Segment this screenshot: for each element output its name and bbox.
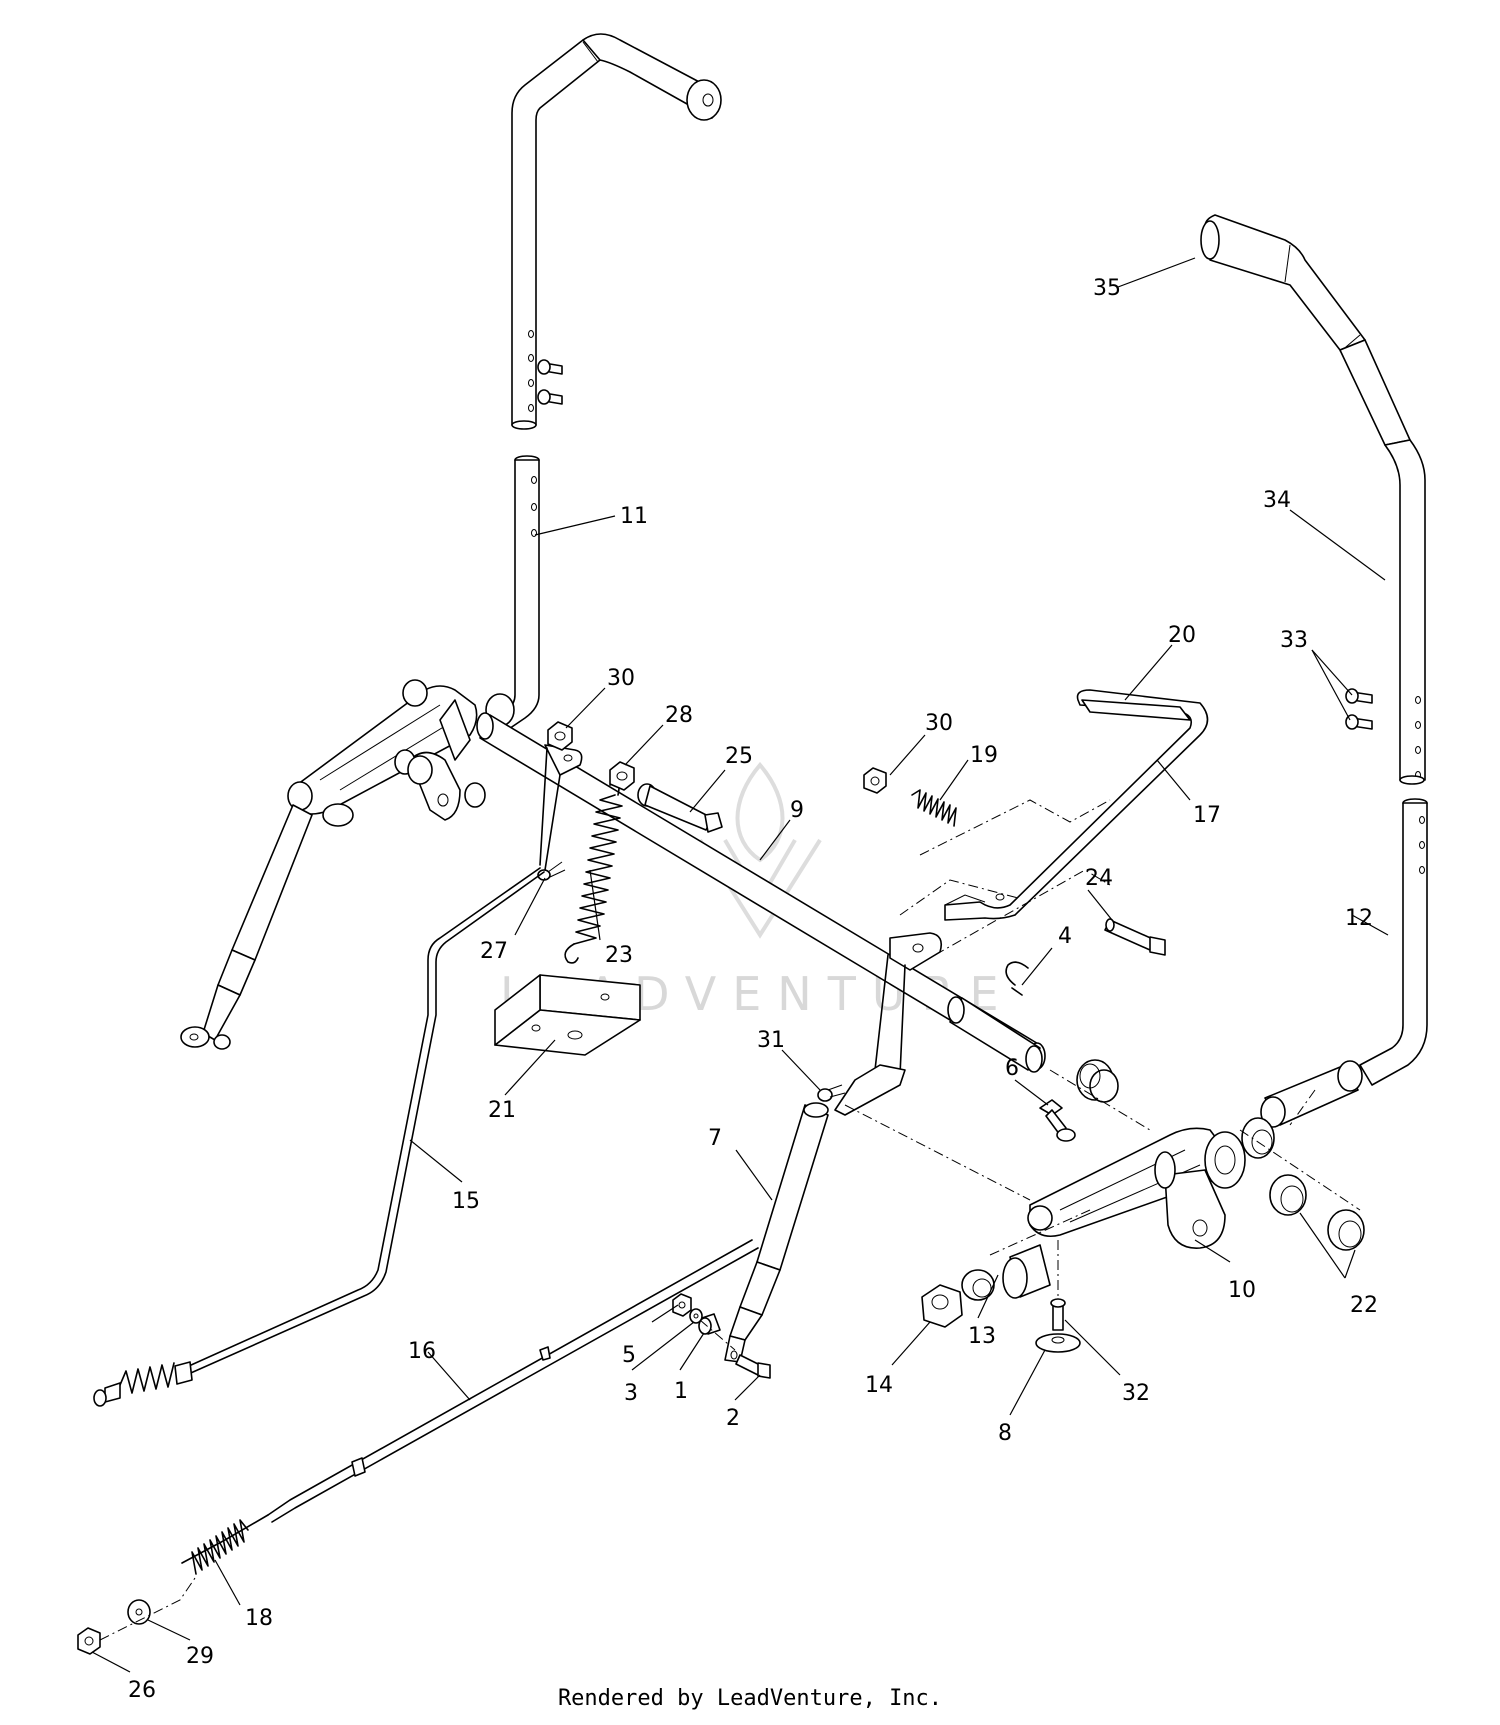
part-25-bolt	[637, 783, 723, 833]
part-10-right-control-arm	[1027, 1127, 1246, 1249]
callout-10: 10	[1228, 1278, 1256, 1303]
part-5-nut	[672, 1293, 692, 1317]
callout-30a: 30	[607, 666, 635, 691]
part-24-bolt	[1104, 918, 1166, 956]
callout-34: 34	[1263, 488, 1291, 513]
callout-28: 28	[665, 703, 693, 728]
callout-33: 33	[1280, 628, 1308, 653]
callout-32: 32	[1122, 1381, 1150, 1406]
callout-12: 12	[1345, 906, 1373, 931]
callout-22: 22	[1350, 1293, 1378, 1318]
callout-14: 14	[865, 1373, 893, 1398]
part-18-spring	[191, 1519, 249, 1575]
callout-labels: 35 34 11 33 20 30 28 30 19 25 9 17 24 12…	[128, 276, 1378, 1703]
callout-1: 1	[674, 1379, 688, 1404]
callout-7: 7	[708, 1126, 722, 1151]
callout-27: 27	[480, 939, 508, 964]
callout-17: 17	[1193, 803, 1221, 828]
part-left-control-assembly	[287, 679, 486, 827]
part-right-bracket	[834, 932, 943, 1116]
part-left-handle-bolts	[537, 359, 563, 405]
part-6-bolt	[1039, 1099, 1076, 1142]
part-8-washer	[1035, 1333, 1081, 1353]
part-shaft-bushing	[1076, 1059, 1119, 1103]
part-16-control-rod	[181, 1239, 759, 1564]
part-28-nut	[609, 761, 635, 791]
part-30-nut-right	[863, 767, 887, 794]
part-31-pin	[817, 1084, 846, 1102]
callout-9: 9	[790, 798, 804, 823]
part-21-mount-bracket	[494, 974, 641, 1056]
callout-30b: 30	[925, 711, 953, 736]
part-27-pin	[537, 861, 566, 881]
callout-4: 4	[1058, 924, 1072, 949]
part-17-parking-lever	[944, 689, 1209, 921]
part-left-damper	[180, 804, 313, 1050]
part-12-right-lever-arm	[1260, 798, 1428, 1128]
part-left-bracket	[539, 744, 583, 871]
callout-13: 13	[968, 1324, 996, 1349]
callout-16: 16	[408, 1339, 436, 1364]
part-13-bushing	[961, 1244, 1051, 1301]
callout-35: 35	[1093, 276, 1121, 301]
callout-26: 26	[128, 1678, 156, 1703]
callout-21: 21	[488, 1098, 516, 1123]
callout-18: 18	[245, 1606, 273, 1631]
part-30-nut-left	[547, 721, 573, 751]
part-7-damper	[724, 1102, 829, 1363]
part-26-nut	[77, 1627, 101, 1655]
callout-23: 23	[605, 943, 633, 968]
callout-15: 15	[452, 1189, 480, 1214]
part-2-bolt	[735, 1354, 771, 1379]
assembly-dashes	[99, 799, 1361, 1641]
part-3-washer	[689, 1308, 703, 1324]
part-11-left-lever-arm	[485, 455, 540, 736]
part-33-right-handle-bolts	[1345, 688, 1373, 730]
part-left-handle-upper	[511, 33, 722, 430]
callout-19: 19	[970, 743, 998, 768]
leader-lines	[91, 257, 1389, 1673]
callout-31: 31	[757, 1028, 785, 1053]
callout-29: 29	[186, 1644, 214, 1669]
callout-2: 2	[726, 1406, 740, 1431]
part-15-spring	[119, 1362, 175, 1394]
callout-6: 6	[1005, 1056, 1019, 1081]
callout-25: 25	[725, 744, 753, 769]
callout-20: 20	[1168, 623, 1196, 648]
callout-5: 5	[622, 1343, 636, 1368]
part-19-compression-spring	[911, 789, 957, 827]
part-4-e-clip	[1005, 961, 1029, 996]
part-34-right-handle-upper	[1384, 439, 1426, 785]
callout-8: 8	[998, 1421, 1012, 1446]
part-14-lock-nut	[921, 1284, 963, 1328]
part-35-right-grip	[1200, 214, 1411, 446]
part-shaft-sleeve	[947, 996, 1043, 1073]
footer-credit: Rendered by LeadVenture, Inc.	[557, 1686, 943, 1711]
part-32-bolt	[1050, 1298, 1066, 1331]
callout-3: 3	[624, 1381, 638, 1406]
callout-11: 11	[620, 504, 648, 529]
part-22-bushings	[1241, 1117, 1365, 1251]
part-15-control-rod	[93, 867, 545, 1407]
callout-24: 24	[1085, 866, 1113, 891]
